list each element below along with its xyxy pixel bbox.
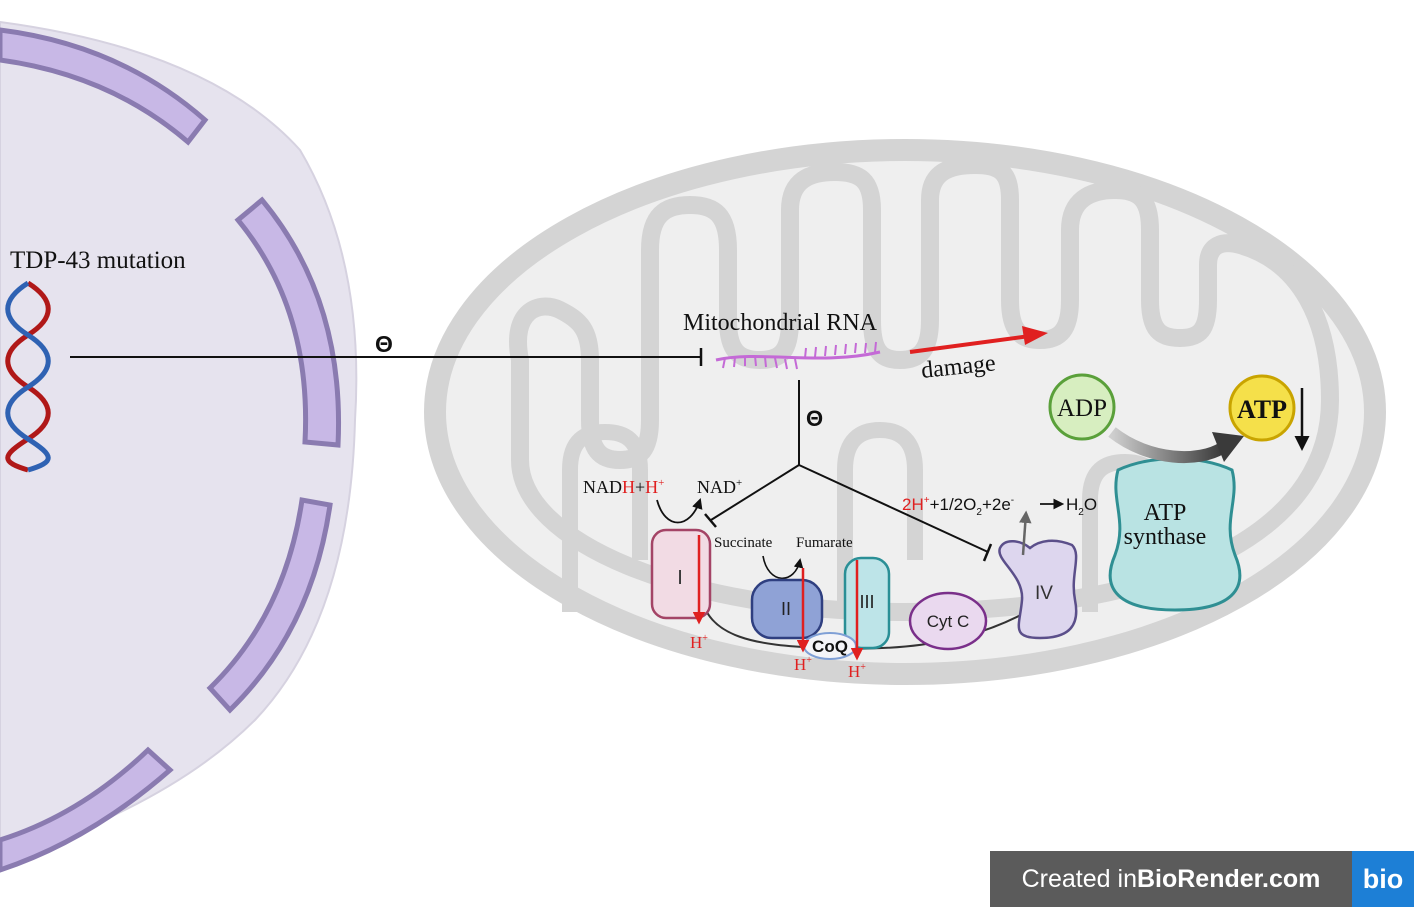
- complex-iv: IV: [998, 539, 1078, 640]
- cytc-label: Cyt C: [927, 612, 970, 631]
- nadh-curve-arrow: [656, 497, 703, 524]
- nuclear-envelope-segment: [234, 196, 342, 448]
- nad-plus-label: NAD+: [697, 477, 742, 497]
- complex-iv-label: IV: [1035, 583, 1053, 604]
- dna-strand-blue: [5, 280, 51, 473]
- atp-molecule: ATP: [1228, 374, 1296, 442]
- water-product: H2O: [1066, 495, 1097, 518]
- crista-fold: [562, 423, 648, 612]
- water-reaction: 2H++1/2O2+2e- H2O: [902, 495, 1097, 556]
- coq-label: CoQ: [812, 637, 848, 656]
- adp-label: ADP: [1057, 395, 1107, 422]
- proton-arrows: [692, 535, 864, 661]
- atp-label: ATP: [1237, 395, 1287, 424]
- adp-molecule: ADP: [1048, 373, 1116, 441]
- nuclear-pores: [0, 27, 342, 873]
- nadh-reaction: NADH+H+ NAD+: [583, 477, 742, 524]
- crista-fold: [837, 421, 923, 612]
- badge-brand: BioRender.com: [1136, 864, 1321, 893]
- proton-label-i: H+: [690, 633, 708, 652]
- atp-synthase-label-2: synthase: [1124, 524, 1207, 550]
- tdp43-inhibition: Θ: [70, 331, 703, 366]
- complex-i: I: [650, 528, 712, 620]
- adp-to-atp-arrow: [1108, 427, 1226, 464]
- nucleus: TDP-43 mutation: [0, 20, 358, 873]
- water-reaction-text: 2H++1/2O2+2e-: [902, 495, 1014, 518]
- mitochondrial-rna-label: Mitochondrial RNA: [683, 310, 878, 336]
- complex-iii-label: III: [859, 592, 874, 612]
- complex-ii: II: [750, 578, 824, 640]
- rna-inhibition-tree: [704, 380, 993, 562]
- inhibit-symbol-nucleus: Θ: [375, 331, 393, 357]
- dna-double-helix: [5, 280, 51, 473]
- succinate-curve-arrow: [762, 555, 804, 580]
- proton-label-iii: H+: [848, 662, 866, 681]
- complex-iii: III: [843, 556, 891, 650]
- complex-i-label: I: [677, 567, 683, 589]
- biorender-logo-icon: bio: [1352, 851, 1414, 907]
- nuclear-envelope-segment: [206, 497, 333, 714]
- cytochrome-c: Cyt C: [908, 591, 988, 651]
- badge-prefix: Created in: [1021, 864, 1137, 893]
- succinate-label: Succinate: [714, 535, 773, 551]
- rna-bases: [722, 341, 877, 370]
- biorender-badge[interactable]: Created in BioRender.com bio: [990, 851, 1414, 907]
- inhibit-symbol-rna: Θ: [806, 406, 823, 431]
- biorender-badge-text: Created in BioRender.com: [990, 851, 1352, 907]
- proton-label-ii: H+: [794, 655, 812, 674]
- nadh-label: NADH+H+: [583, 477, 664, 497]
- nuclear-envelope-segment: [0, 27, 209, 146]
- tdp43-mutation-label: TDP-43 mutation: [10, 247, 186, 274]
- mito-inner-membrane-cristae: [509, 156, 1339, 621]
- mitochondrial-rna: Mitochondrial RNA: [683, 310, 881, 370]
- atp-synthase: ATP synthase: [1108, 457, 1242, 612]
- atp-synthase-label-1: ATP: [1144, 500, 1187, 526]
- complex-ii-label: II: [781, 599, 791, 619]
- rna-strand: [715, 350, 881, 362]
- adp-to-atp-arrowhead: [1212, 432, 1244, 462]
- nuclear-envelope-segment: [0, 746, 174, 873]
- fumarate-label: Fumarate: [796, 535, 853, 551]
- succinate-reaction: Succinate Fumarate: [714, 535, 853, 580]
